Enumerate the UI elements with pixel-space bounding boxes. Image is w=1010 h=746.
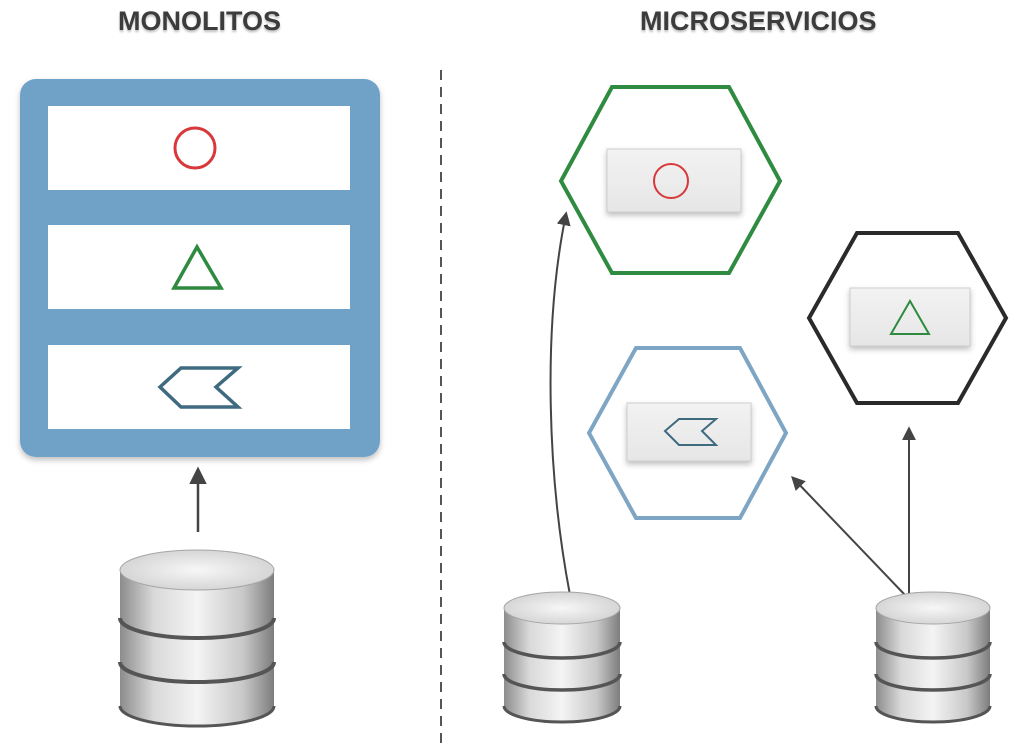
triangle-icon — [171, 243, 225, 290]
monolith-title: MONOLITOS — [118, 6, 282, 36]
service-card — [849, 287, 971, 347]
database-icon — [502, 591, 622, 724]
microservices-title: MICROSERVICIOS — [640, 6, 877, 36]
chevron-icon — [663, 418, 719, 446]
service-card — [626, 402, 752, 462]
monolith-block — [20, 79, 380, 457]
circle-icon — [653, 163, 689, 199]
chevron-icon — [157, 366, 243, 409]
service-card — [606, 148, 742, 213]
triangle-icon — [889, 298, 931, 335]
monolith-module-1 — [48, 106, 350, 190]
microservice-circle — [558, 85, 783, 275]
arrow-to-circle-service — [549, 211, 571, 596]
database-icon — [118, 549, 276, 728]
microservice-chevron — [586, 346, 789, 520]
database-icon — [874, 591, 992, 724]
arrow-to-chevron-service — [791, 475, 906, 596]
microservice-triangle — [806, 231, 1009, 405]
circle-icon — [173, 126, 217, 170]
monolith-module-3 — [48, 345, 350, 429]
monolith-module-2 — [48, 225, 350, 309]
